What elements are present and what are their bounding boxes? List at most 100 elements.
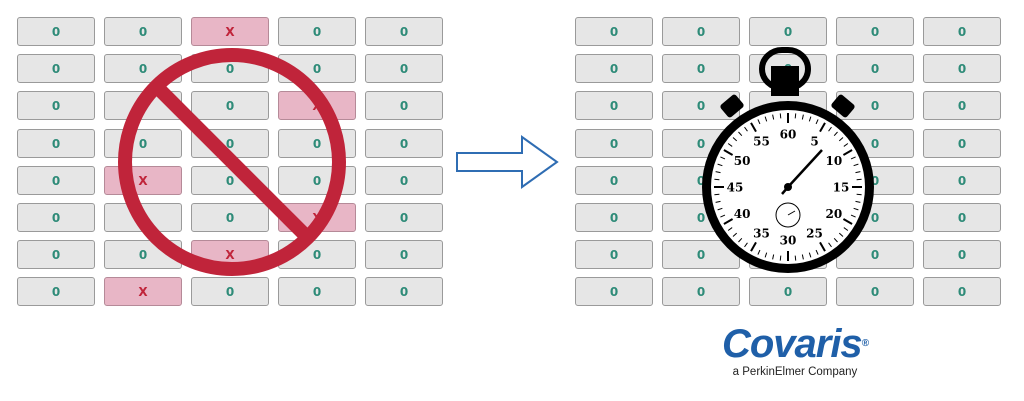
- prohibition-sign-icon: [118, 48, 346, 276]
- stopwatch-number: 5: [810, 135, 818, 149]
- stopwatch-tick: [764, 252, 768, 258]
- stopwatch-tick: [714, 193, 720, 196]
- stopwatch-tick: [727, 227, 733, 231]
- stopwatch-tick: [764, 116, 768, 122]
- left-plate-well: 0: [104, 129, 182, 158]
- right-plate-well: 0: [575, 277, 653, 306]
- logo-tagline: a PerkinElmer Company: [732, 366, 858, 378]
- right-plate-well: 0: [575, 17, 653, 46]
- stopwatch-tick: [717, 207, 723, 211]
- stopwatch-tick: [855, 171, 861, 174]
- stopwatch-number: 20: [826, 207, 843, 221]
- stopwatch-tick: [850, 156, 856, 160]
- left-plate-well: 0: [191, 277, 269, 306]
- right-plate-well: 0: [575, 166, 653, 195]
- stopwatch-number: 55: [753, 135, 770, 149]
- stopwatch-tick: [843, 143, 849, 147]
- right-plate-well: 0: [575, 54, 653, 83]
- left-plate-well: 0: [17, 54, 95, 83]
- stopwatch-tick: [772, 254, 775, 260]
- stopwatch-tick: [727, 143, 733, 147]
- logo-name: Covaris®: [700, 322, 890, 366]
- stopwatch-tick: [853, 207, 859, 211]
- stopwatch-number: 25: [806, 226, 823, 240]
- logo-wordmark: Covaris: [721, 322, 863, 366]
- stopwatch-tick: [842, 218, 853, 225]
- left-plate-well: 0: [365, 240, 443, 269]
- right-plate-well: 0: [836, 54, 914, 83]
- left-plate-well: 0: [278, 17, 356, 46]
- covaris-logo: Covaris® a PerkinElmer Company: [700, 322, 890, 378]
- left-plate-well: 0: [365, 129, 443, 158]
- right-plate-well: 0: [662, 277, 740, 306]
- right-plate-well: 0: [923, 240, 1001, 269]
- stopwatch-tick: [815, 119, 819, 125]
- right-plate-well: 0: [923, 166, 1001, 195]
- stopwatch-number: 50: [734, 154, 751, 168]
- right-arrow-icon: [456, 135, 559, 189]
- registered-mark: ®: [861, 338, 869, 349]
- stopwatch-tick: [720, 214, 726, 218]
- stopwatch-tick: [744, 126, 748, 132]
- stopwatch-tick: [723, 218, 734, 225]
- stopwatch-tick: [801, 254, 804, 260]
- stopwatch-tick: [794, 255, 797, 261]
- right-plate-well: 0: [923, 277, 1001, 306]
- left-plate-well: 0: [104, 17, 182, 46]
- stopwatch-tick: [843, 227, 849, 231]
- stopwatch-tick: [779, 113, 782, 119]
- stopwatch-tick: [838, 137, 844, 142]
- right-plate-well: 0: [923, 54, 1001, 83]
- right-plate-well: 0: [749, 277, 827, 306]
- stopwatch-tick: [808, 252, 812, 258]
- stopwatch-tick: [794, 113, 797, 119]
- stopwatch-number: 10: [826, 154, 843, 168]
- left-plate-well: X: [191, 17, 269, 46]
- stopwatch-number: 45: [727, 181, 744, 195]
- left-plate-well: 0: [278, 277, 356, 306]
- stopwatch-number: 60: [780, 128, 797, 142]
- stopwatch-tick: [819, 241, 826, 252]
- stopwatch-tick: [732, 232, 738, 237]
- stopwatch-tick: [833, 131, 838, 137]
- stopwatch-tick: [757, 119, 761, 125]
- stopwatch-tick: [855, 200, 861, 203]
- left-plate-well: 0: [191, 91, 269, 120]
- left-plate-well: 0: [17, 277, 95, 306]
- stopwatch-tick: [772, 114, 775, 120]
- left-plate-well: 0: [17, 166, 95, 195]
- stopwatch-number: 30: [780, 234, 797, 248]
- left-plate-well: 0: [365, 17, 443, 46]
- left-plate-well: X: [104, 277, 182, 306]
- right-plate-well: 0: [836, 17, 914, 46]
- stopwatch-number: 35: [753, 226, 770, 240]
- left-plate-well: 0: [365, 277, 443, 306]
- stopwatch-tick: [856, 178, 862, 181]
- stopwatch-tick: [714, 178, 720, 181]
- stopwatch-number: 15: [833, 181, 850, 195]
- stopwatch-tick: [856, 193, 862, 196]
- right-plate-well: 0: [575, 129, 653, 158]
- stopwatch-tick: [815, 249, 819, 255]
- stopwatch-tick: [757, 249, 761, 255]
- right-plate-well: 0: [923, 91, 1001, 120]
- left-plate-well: 0: [191, 203, 269, 232]
- left-plate-well: 0: [365, 203, 443, 232]
- stopwatch-tick: [738, 237, 743, 243]
- right-plate-well: 0: [575, 240, 653, 269]
- right-plate-well: 0: [836, 240, 914, 269]
- stopwatch-tick: [842, 149, 853, 156]
- stopwatch-number: 40: [734, 207, 751, 221]
- stopwatch-tick: [738, 131, 743, 137]
- stopwatch-tick: [750, 122, 757, 133]
- stopwatch-tick: [715, 171, 721, 174]
- stopwatch-tick: [744, 242, 748, 248]
- stopwatch-tick: [801, 114, 804, 120]
- stopwatch-tick: [717, 163, 723, 167]
- stopwatch-tick: [720, 156, 726, 160]
- right-plate-well: 0: [923, 17, 1001, 46]
- stopwatch-tick: [723, 149, 734, 156]
- stopwatch-tick: [732, 137, 738, 142]
- right-plate-well: 0: [749, 17, 827, 46]
